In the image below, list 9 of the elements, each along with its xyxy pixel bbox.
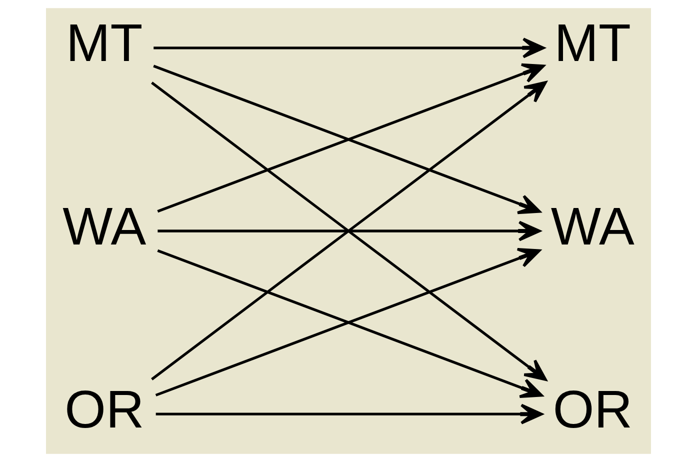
arrow xyxy=(155,404,542,424)
node-text: WA xyxy=(550,197,634,256)
arrow xyxy=(153,38,544,58)
node-text: MT xyxy=(66,14,142,74)
arrow xyxy=(157,220,540,242)
node-text: MT xyxy=(554,14,630,74)
node-text: WA xyxy=(62,197,146,256)
node-text: OR xyxy=(64,380,144,440)
node-text: OR xyxy=(552,380,632,440)
